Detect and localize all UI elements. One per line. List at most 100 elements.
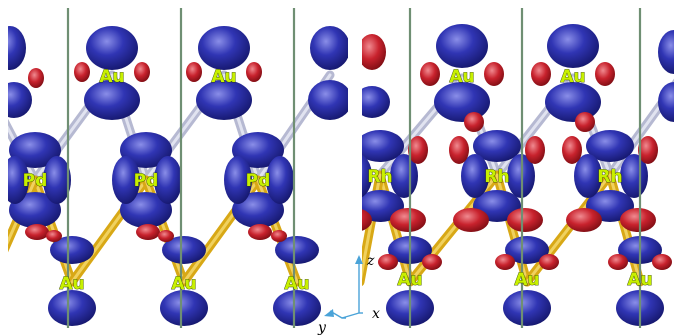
atom-label: Rh [484,167,509,187]
positive-density-lobe [112,156,140,204]
negative-density-lobe [136,224,160,240]
positive-density-lobe [50,236,94,264]
negative-density-lobe [638,136,658,164]
atom-label: Au [449,67,474,87]
positive-density-lobe [545,82,601,122]
atom-label: Au [397,270,422,290]
negative-density-lobe [186,62,202,82]
positive-density-lobe [434,82,490,122]
positive-density-lobe [266,156,294,204]
negative-density-lobe [25,224,49,240]
atom-label: Au [284,274,309,294]
negative-density-lobe [46,230,62,242]
atom-label: Pd [23,171,48,191]
negative-density-lobe [248,224,272,240]
y-arrowhead-icon [324,309,334,317]
positive-density-lobe [160,290,208,326]
atom-label: Au [171,274,196,294]
positive-density-lobe [232,132,284,168]
positive-density-lobe [461,154,489,198]
positive-density-lobe [84,80,140,120]
positive-density-lobe [43,156,71,204]
positive-density-lobe [198,26,250,70]
positive-density-lobe [8,26,26,70]
negative-density-lobe [453,208,489,232]
atom-label: Au [514,270,539,290]
negative-density-lobe [74,62,90,82]
positive-density-lobe [273,290,321,326]
positive-density-lobe [586,130,634,162]
atom-label: Pd [134,171,159,191]
positive-density-lobe [308,80,348,120]
negative-density-lobe [608,254,628,270]
negative-density-lobe [378,254,398,270]
negative-density-lobe [464,112,484,132]
axis-indicator: z x y [317,253,380,335]
negative-density-lobe [420,62,440,86]
negative-density-lobe [271,230,287,242]
positive-density-lobe [505,236,549,264]
positive-density-lobe [8,82,32,118]
negative-density-lobe [408,136,428,164]
negative-density-lobe [362,209,372,231]
positive-density-lobe [120,132,172,168]
negative-density-lobe [531,62,551,86]
positive-density-lobe [574,154,602,198]
negative-density-lobe [449,136,469,164]
atom-label: Rh [367,167,392,187]
atom-label: Pd [246,171,271,191]
negative-density-lobe [495,254,515,270]
positive-density-lobe [275,236,319,264]
x-axis-label: x [372,306,380,322]
positive-density-lobe [362,130,404,162]
positive-density-lobe [48,290,96,326]
atom-label: Rh [597,167,622,187]
negative-density-lobe [246,62,262,82]
positive-density-lobe [362,154,372,198]
positive-density-lobe [658,82,674,122]
y-axis-label: y [317,320,327,335]
negative-density-lobe [158,230,174,242]
positive-density-lobe [120,192,172,228]
positive-density-lobe [224,156,252,204]
positive-density-lobe [86,26,138,70]
negative-density-lobe [620,208,656,232]
negative-density-lobe [484,62,504,86]
positive-density-lobe [310,26,348,70]
z-axis-label: z [366,253,375,269]
negative-density-lobe [422,254,442,270]
negative-density-lobe [28,68,44,88]
negative-density-lobe [390,208,426,232]
negative-density-lobe [575,112,595,132]
z-arrowhead-icon [355,255,363,264]
positive-density-lobe [162,236,206,264]
negative-density-lobe [134,62,150,82]
atom-label: Au [59,274,84,294]
atom-label: Au [99,67,124,87]
positive-density-lobe [232,192,284,228]
negative-density-lobe [525,136,545,164]
positive-density-lobe [658,30,674,74]
atom-label: Au [211,67,236,87]
positive-density-lobe [196,80,252,120]
negative-density-lobe [595,62,615,86]
positive-density-lobe [154,156,182,204]
atom-label: Au [560,67,585,87]
negative-density-lobe [652,254,672,270]
positive-density-lobe [436,24,488,68]
negative-density-lobe [332,136,352,164]
negative-density-lobe [507,208,543,232]
positive-density-lobe [8,156,29,204]
positive-density-lobe [473,130,521,162]
positive-density-lobe [9,132,61,168]
negative-density-lobe [562,136,582,164]
positive-density-lobe [547,24,599,68]
positive-density-lobe [503,290,551,326]
negative-density-lobe [362,34,386,70]
atom-label: Au [627,270,652,290]
positive-density-lobe [9,192,61,228]
negative-density-lobe [539,254,559,270]
